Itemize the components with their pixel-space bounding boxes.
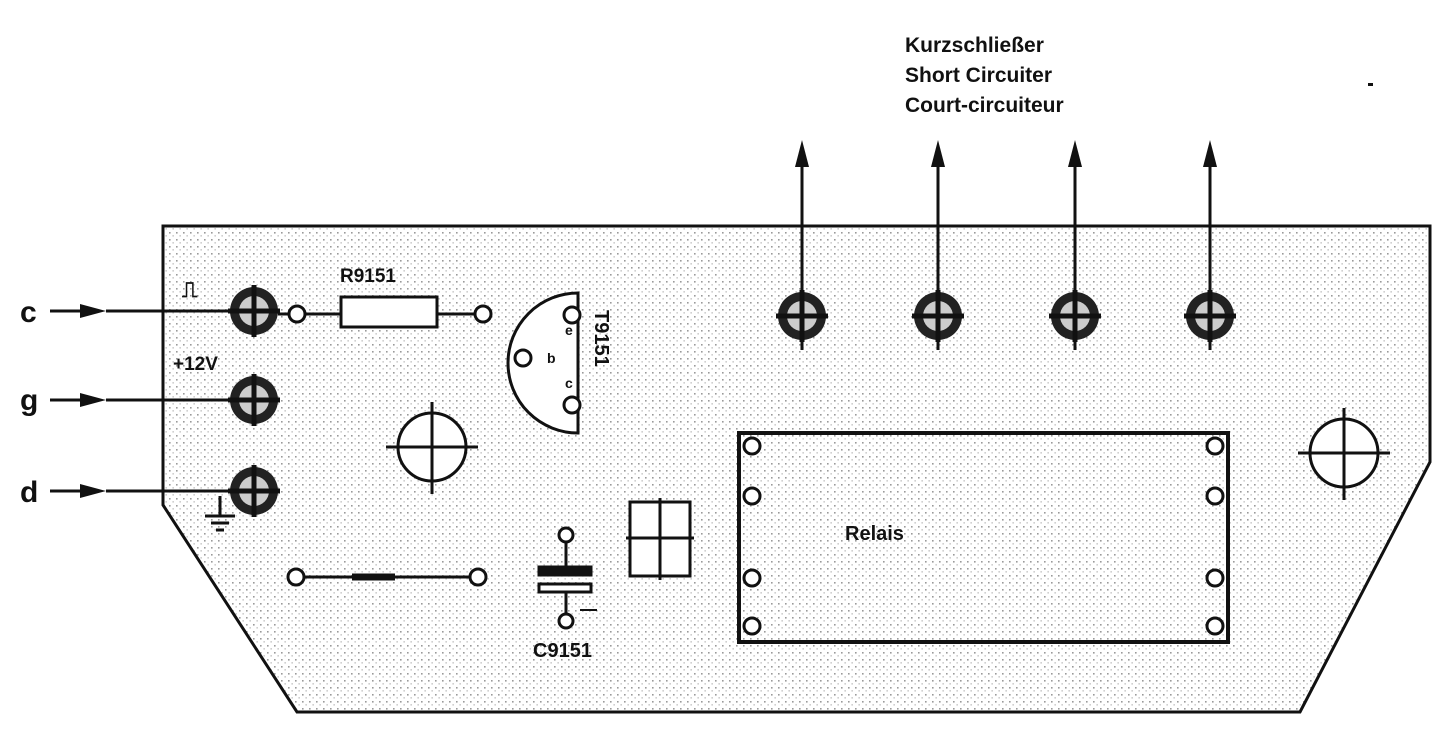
input-label-c: c (20, 296, 37, 329)
input-label-g: g (20, 384, 38, 417)
circuit-board (161, 224, 1432, 714)
terminal-pad (776, 290, 828, 342)
terminal-pad (228, 374, 280, 426)
relay (737, 431, 1230, 644)
mounting-hole-right (1298, 408, 1390, 500)
terminal-pad (912, 290, 964, 342)
transistor-label: T9151 (590, 310, 612, 367)
terminal-pad (228, 285, 280, 337)
transistor-pin-c: c (565, 375, 573, 391)
small-component (626, 498, 694, 580)
supply-label: +12V (173, 354, 218, 375)
short-circuiter-pads (776, 290, 1236, 342)
label-short-circuiter-de: Kurzschließer (905, 34, 1044, 57)
terminal-pad (1184, 290, 1236, 342)
diode-link (286, 567, 488, 587)
resistor-r9151 (278, 295, 493, 329)
stray-mark (1368, 83, 1373, 86)
input-pads (228, 285, 280, 517)
transistor-pin-b: b (547, 350, 556, 366)
transistor-t9151 (506, 291, 582, 435)
pulse-symbol: ⎍ (182, 277, 198, 302)
label-short-circuiter-fr: Court-circuiteur (905, 94, 1064, 117)
relay-label: Relais (845, 523, 904, 545)
terminal-pad (228, 465, 280, 517)
ground-symbol (205, 496, 235, 532)
label-short-circuiter-en: Short Circuiter (905, 64, 1052, 87)
capacitor-c9151 (537, 526, 597, 630)
transistor-pin-e: e (565, 322, 573, 338)
resistor-label: R9151 (340, 266, 396, 287)
input-label-d: d (20, 476, 38, 509)
capacitor-label: C9151 (533, 640, 592, 662)
mounting-hole-left (386, 402, 478, 494)
terminal-pad (1049, 290, 1101, 342)
